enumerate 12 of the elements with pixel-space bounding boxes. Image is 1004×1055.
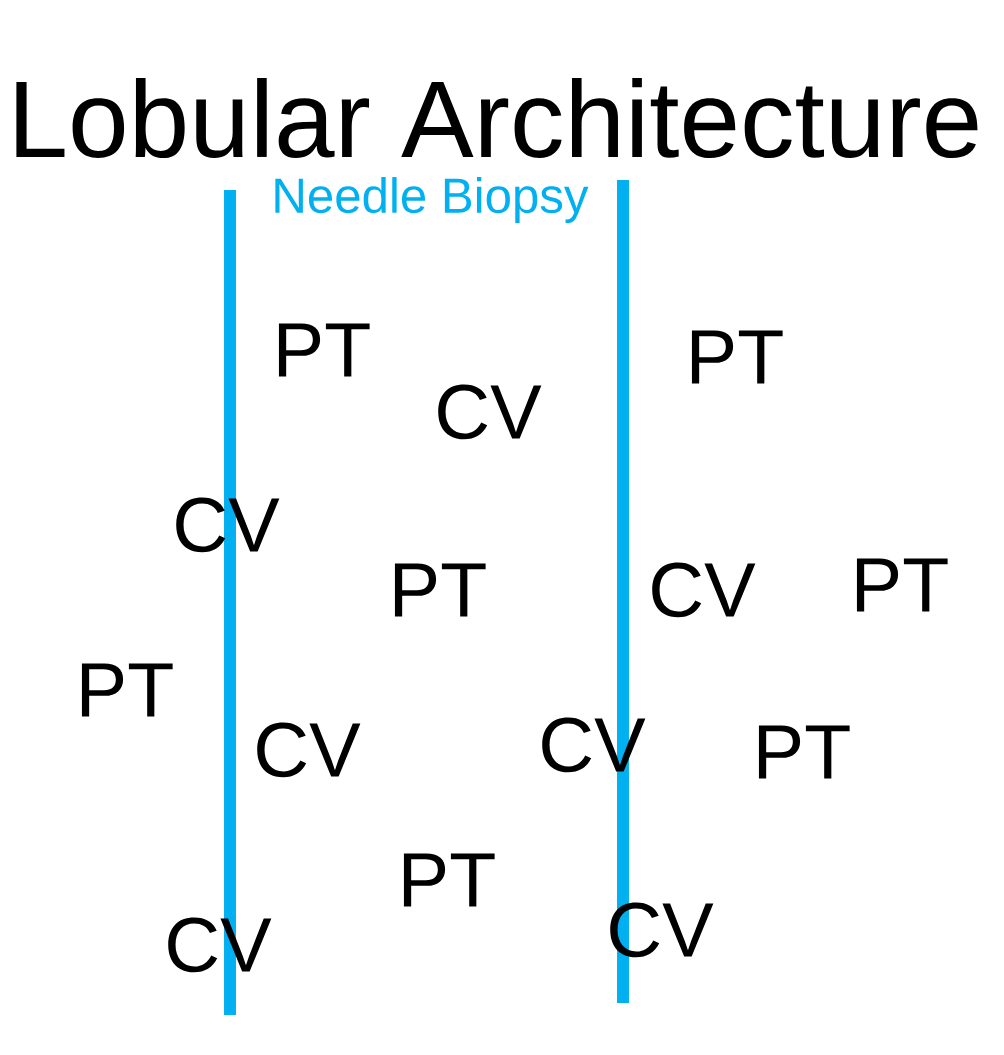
structure-label: PT: [394, 563, 486, 617]
structure-label: PT: [691, 330, 783, 384]
section-label: Needle Biopsy: [275, 177, 589, 223]
structure-label: PT: [81, 663, 173, 717]
structure-label: CV: [438, 384, 542, 440]
structure-label: PT: [758, 725, 850, 779]
structure-label: CV: [257, 722, 361, 778]
structure-label: PT: [856, 558, 948, 612]
structure-label: CV: [652, 562, 756, 618]
structure-label: PT: [278, 323, 370, 377]
structure-label: PT: [403, 853, 495, 907]
title: Lobular Architecture: [16, 78, 978, 158]
